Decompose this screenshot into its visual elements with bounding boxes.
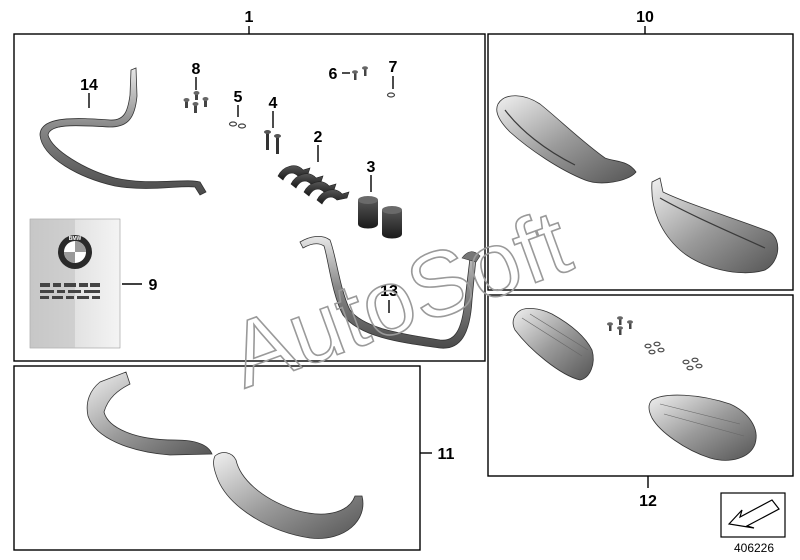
part-14-bracket[interactable] bbox=[39, 67, 207, 196]
part-12-cover-right[interactable] bbox=[648, 394, 757, 461]
group-12: 12 bbox=[487, 294, 794, 510]
label-13[interactable]: 13 bbox=[380, 283, 398, 300]
label-10[interactable]: 10 bbox=[636, 9, 654, 26]
label-1[interactable]: 1 bbox=[245, 9, 254, 26]
group-10-frame bbox=[487, 33, 794, 291]
group-1: 1 14 8 5 4 bbox=[13, 9, 486, 362]
part-8-screws[interactable] bbox=[183, 91, 209, 113]
label-5[interactable]: 5 bbox=[234, 89, 243, 106]
label-2[interactable]: 2 bbox=[314, 129, 323, 146]
part-12-washers[interactable] bbox=[644, 341, 703, 371]
group-10: 10 bbox=[487, 9, 794, 291]
part-10-handguard-right[interactable] bbox=[651, 177, 779, 274]
label-7[interactable]: 7 bbox=[389, 59, 398, 76]
label-12[interactable]: 12 bbox=[639, 493, 657, 510]
part-11-handguard-right[interactable] bbox=[213, 452, 364, 539]
part-11-handguard-left[interactable] bbox=[86, 371, 213, 456]
part-7-washer[interactable] bbox=[386, 92, 396, 98]
orientation-arrow-icon bbox=[720, 492, 786, 538]
label-3[interactable]: 3 bbox=[367, 159, 376, 176]
logo-text: BMW bbox=[69, 236, 82, 242]
part-2-clamps[interactable] bbox=[277, 165, 350, 205]
part-5-washers[interactable] bbox=[228, 121, 247, 129]
part-13-bracket[interactable] bbox=[299, 236, 481, 349]
group-12-frame bbox=[487, 294, 794, 477]
label-6[interactable]: 6 bbox=[329, 66, 338, 83]
label-14[interactable]: 14 bbox=[80, 77, 98, 94]
part-12-cover-left[interactable] bbox=[512, 308, 594, 381]
group-11: 11 bbox=[13, 365, 455, 551]
group-11-frame bbox=[13, 365, 421, 551]
document-number: 406226 bbox=[734, 541, 774, 555]
part-9-sticker[interactable]: BMW bbox=[29, 218, 121, 349]
label-9[interactable]: 9 bbox=[149, 277, 158, 294]
sticker-text-blocks bbox=[40, 283, 100, 299]
part-12-screws[interactable] bbox=[607, 316, 633, 335]
part-4-bolts[interactable] bbox=[264, 130, 281, 154]
label-8[interactable]: 8 bbox=[192, 61, 201, 78]
label-4[interactable]: 4 bbox=[269, 95, 278, 112]
part-10-handguard-left[interactable] bbox=[496, 95, 637, 184]
part-3-caps[interactable] bbox=[358, 196, 402, 239]
part-6-screws[interactable] bbox=[352, 66, 368, 80]
label-11[interactable]: 11 bbox=[438, 446, 455, 463]
